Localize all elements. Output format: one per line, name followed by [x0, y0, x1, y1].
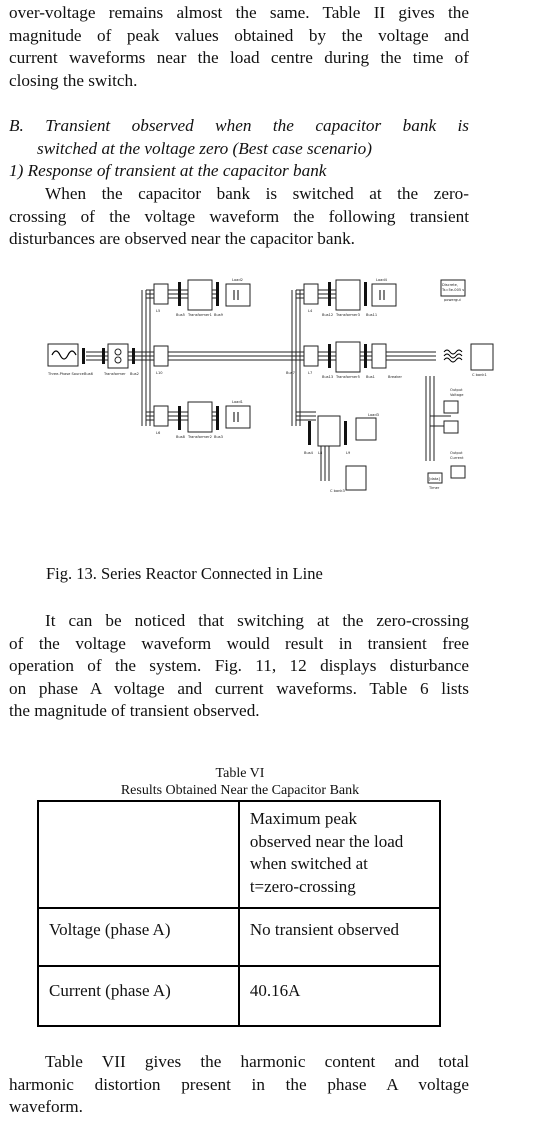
text-line: crossing of the voltage waveform the fol…: [9, 206, 469, 226]
body-paragraph: It can be noticed that switching at the …: [9, 610, 469, 723]
label-l9: L9: [346, 451, 351, 455]
text-line: the magnitude of transient observed.: [9, 701, 260, 721]
text-line: magnitude of peak values obtained by the…: [9, 25, 469, 45]
label-output-current-2: Current: [450, 456, 464, 460]
subsection-heading: 1) Response of transient at the capacito…: [9, 161, 327, 181]
figure-caption: Fig. 13. Series Reactor Connected in Lin…: [46, 564, 323, 583]
label-bus11: Bus11: [366, 313, 377, 317]
transformer5-icon: [335, 341, 361, 373]
current-scope-icon: [450, 465, 466, 479]
label-load1: Load1: [232, 400, 243, 404]
label-bus3: Bus3: [214, 435, 223, 439]
current-measure-icon: [443, 420, 459, 434]
body-paragraph: Table VII gives the harmonic content and…: [9, 1051, 469, 1119]
timer-icon: [427, 472, 443, 484]
label-powergui-mid: Ts=5e-005 s.: [441, 288, 465, 292]
label-l10: L10: [156, 371, 163, 375]
body-paragraph: When the capacitor bank is switched at t…: [9, 183, 469, 251]
label-l4: L4: [308, 309, 313, 313]
header-line: Maximum peak: [249, 809, 357, 828]
table-subtitle: Results Obtained Near the Capacitor Bank: [120, 783, 360, 798]
table-row: Current (phase A) 40.16A: [37, 965, 442, 1027]
label-bus1: Bus1: [366, 375, 375, 379]
label-output-current-1: Output: [450, 451, 463, 455]
label-powergui: powergui: [444, 298, 461, 302]
label-load4: Load4: [376, 278, 388, 282]
row-value: No transient observed: [237, 907, 442, 967]
label-l5: L5: [156, 309, 160, 313]
label-l8: L8: [318, 451, 323, 455]
transformer4-icon: [317, 415, 341, 447]
text-line: It can be noticed that switching at the …: [45, 611, 469, 630]
header-line: t=zero-crossing: [249, 876, 356, 896]
header-line: when switched at: [249, 854, 368, 873]
powergui-icon: [440, 279, 466, 297]
label-bus9: Bus9: [214, 313, 224, 317]
label-bus2: Bus2: [130, 372, 139, 376]
label-cbank3: C bank3: [330, 489, 345, 493]
results-table: Maximum peak observed near the load when…: [37, 800, 442, 1027]
table-header-empty: [37, 800, 240, 909]
label-transformer2: Transformer2: [187, 435, 212, 439]
voltage-scope-icon: [443, 400, 459, 414]
label-timer-box: [data]: [429, 477, 440, 481]
label-cbank1: C bank1: [472, 373, 487, 377]
text-line: waveform.: [9, 1097, 83, 1117]
label-bus5: Bus5: [176, 313, 185, 317]
cbank3-icon: [345, 465, 367, 491]
table-header-row: Maximum peak observed near the load when…: [37, 800, 442, 909]
intro-paragraph: over-voltage remains almost the same. Ta…: [9, 2, 469, 92]
transformer1-icon: [187, 279, 213, 311]
label-l6: L6: [156, 431, 161, 435]
three-phase-source-icon: [47, 343, 79, 367]
label-output-voltage-1: Output: [450, 388, 463, 392]
text-line: operation of the system. Fig. 11, 12 dis…: [9, 656, 469, 676]
label-bus7: Bus7: [286, 371, 295, 375]
label-transformer: Transformer: [103, 372, 126, 376]
text-line: switched at the voltage zero (Best case …: [37, 138, 372, 158]
table-header-cell: Maximum peak observed near the load when…: [237, 800, 442, 909]
label-bus8: Bus8: [176, 435, 186, 439]
text-line: harmonic distortion present in the phase…: [9, 1074, 469, 1094]
text-line: of the voltage waveform would result in …: [9, 633, 469, 653]
cbank1-icon: [470, 343, 494, 371]
label-timer: Timer: [428, 486, 440, 490]
label-load2: Load2: [232, 278, 243, 282]
text-line: When the capacitor bank is switched at t…: [45, 184, 469, 203]
label-output-voltage-2: Voltage: [450, 393, 464, 397]
label-bus6: Bus6: [84, 372, 94, 376]
breaker-icon: [371, 343, 387, 369]
transformer2-icon: [187, 401, 213, 433]
simulink-schematic: Three-Phase Source Bus6 Transformer Bus2…: [47, 278, 494, 493]
text-line: closing the switch.: [9, 70, 138, 90]
header-line: observed near the load: [249, 831, 404, 851]
text-line: Table VII gives the harmonic content and…: [45, 1052, 469, 1071]
table-title: Table VI: [215, 766, 265, 781]
transformer-icon: [107, 343, 129, 369]
label-bus13: Bus13: [322, 375, 333, 379]
text-line: over-voltage remains almost the same. Ta…: [9, 3, 469, 22]
row-label: Voltage (phase A): [37, 907, 240, 967]
table-row: Voltage (phase A) No transient observed: [37, 907, 442, 967]
row-label: Current (phase A): [37, 965, 240, 1027]
label-breaker: Breaker: [388, 375, 402, 379]
label-transformer5: Transformer5: [335, 375, 360, 379]
label-source: Three-Phase Source: [47, 372, 85, 376]
transformer3-icon: [335, 279, 361, 311]
section-b-heading: B. Transient observed when the capacitor…: [9, 115, 469, 183]
text-line: on phase A voltage and current waveforms…: [9, 678, 469, 698]
label-transformer1: Transformer1: [187, 313, 212, 317]
label-l7: L7: [308, 371, 312, 375]
text-line: disturbances are observed near the capac…: [9, 229, 355, 249]
label-bus12: Bus12: [322, 313, 333, 317]
load3-icon: [355, 417, 377, 441]
label-bus4: Bus4: [304, 451, 314, 455]
label-load3: Load3: [368, 413, 379, 417]
row-value: 40.16A: [237, 965, 442, 1027]
label-transformer3: Transformer3: [335, 313, 360, 317]
text-line: current waveforms near the load centre d…: [9, 48, 469, 68]
label-powergui-top: Discrete,: [442, 283, 458, 287]
text-line: B. Transient observed when the capacitor…: [9, 116, 469, 135]
